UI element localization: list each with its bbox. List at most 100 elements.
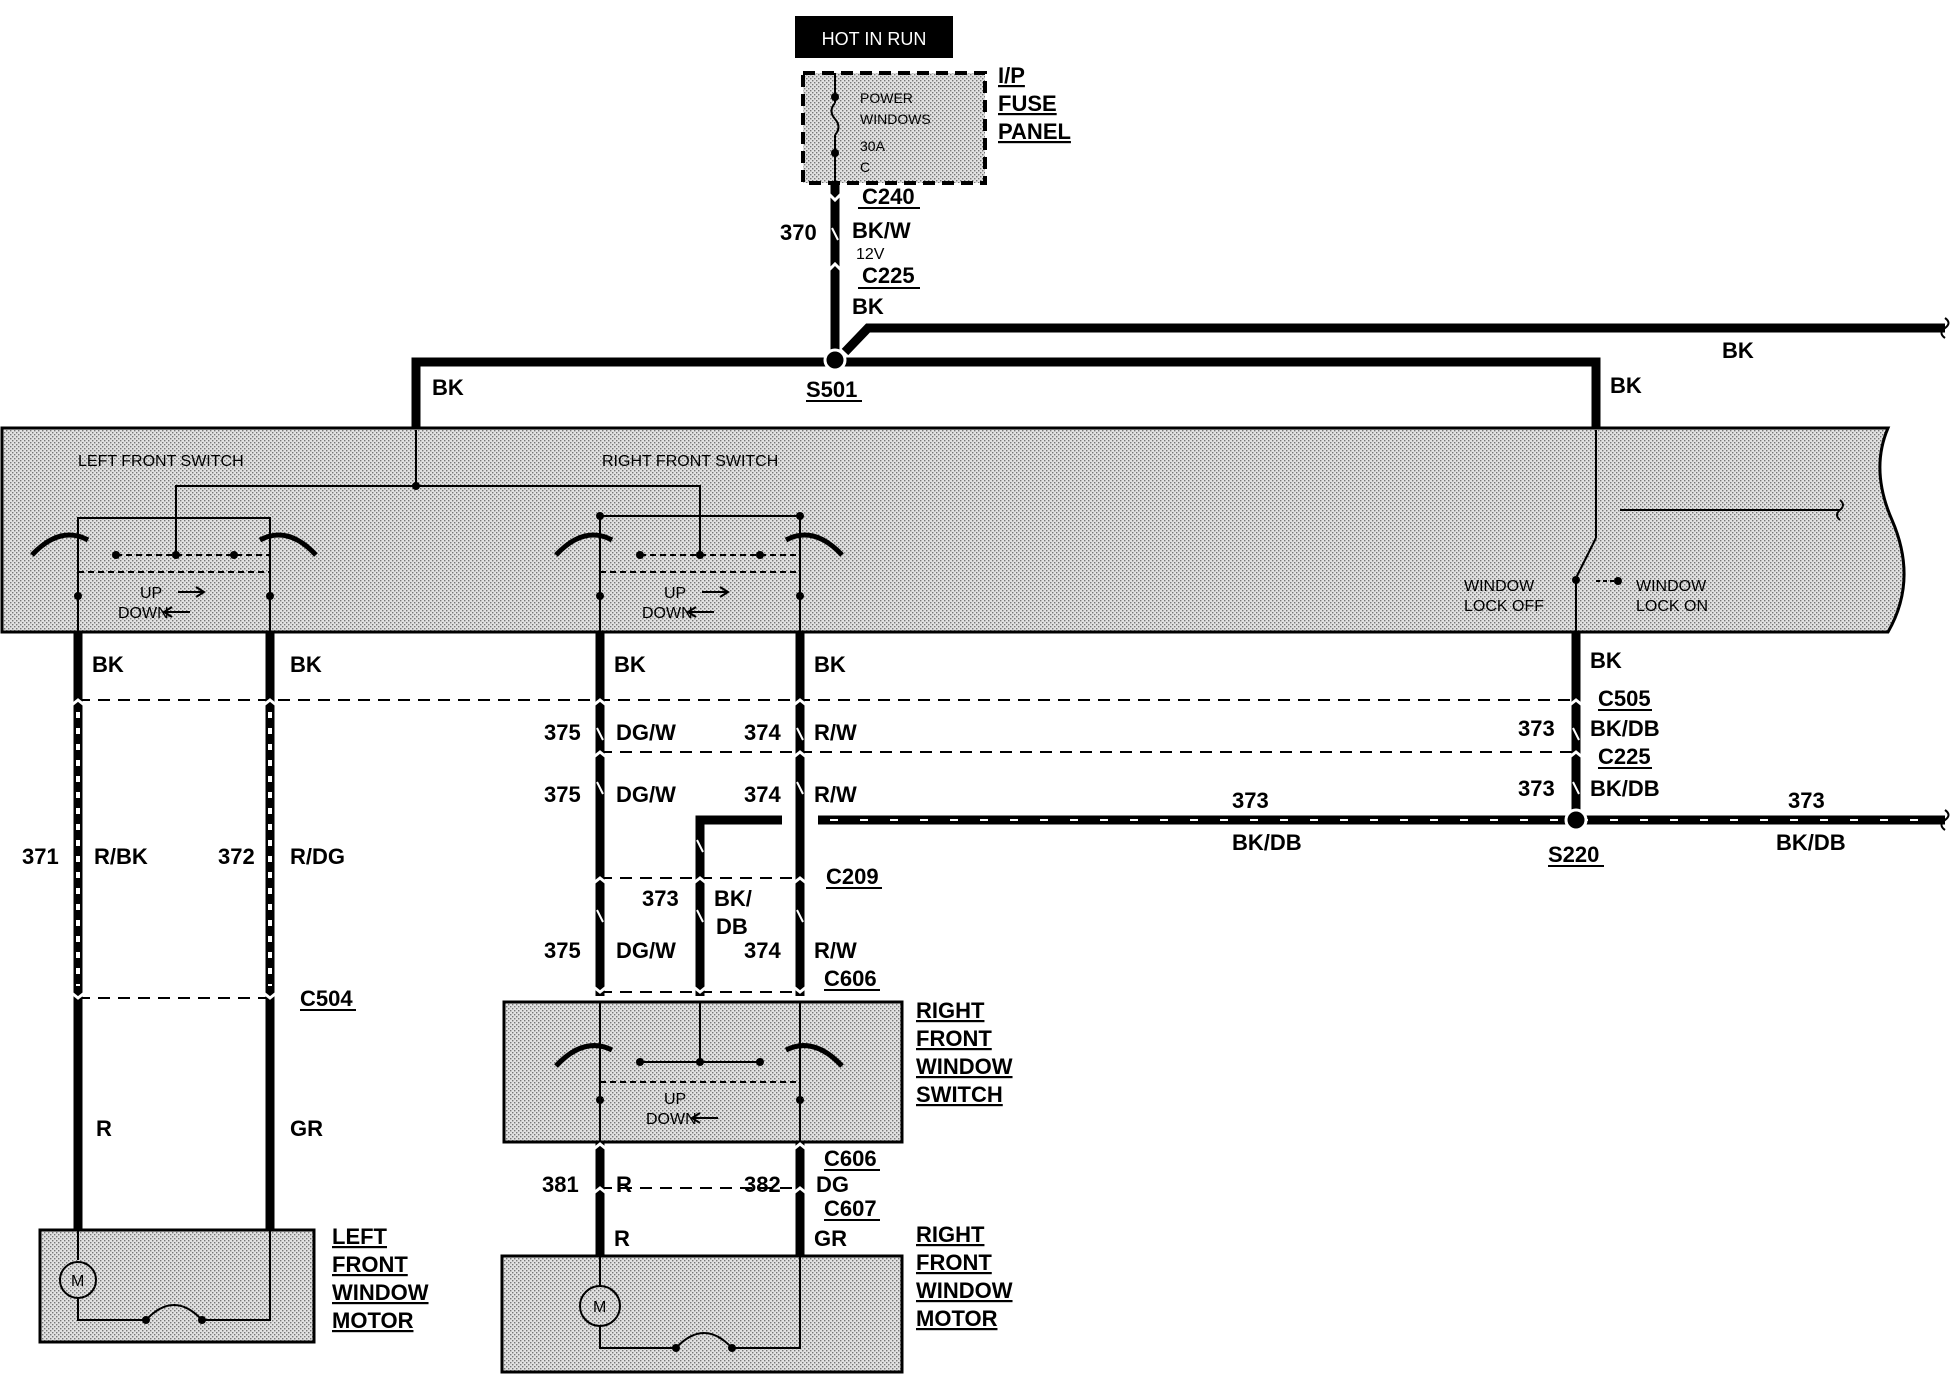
wire-372-color: R/DG: [290, 844, 345, 869]
wire-381-number: 381: [542, 1172, 579, 1197]
wire-373-number-r1: 373: [1518, 716, 1555, 741]
rfm-r-label: R: [614, 1226, 630, 1251]
wire-375-color-3: DG/W: [616, 938, 676, 963]
fuse-line-3: 30A: [860, 138, 886, 154]
lf-motor-name-3: WINDOW: [332, 1280, 429, 1305]
wire-375-number-2: 375: [544, 782, 581, 807]
rf-motor-name-3: WINDOW: [916, 1278, 1013, 1303]
wire-375-color-2: DG/W: [616, 782, 676, 807]
lf-motor-m: M: [71, 1273, 84, 1290]
lf-motor-name-4: MOTOR: [332, 1308, 414, 1333]
wire-374-color-2: R/W: [814, 782, 857, 807]
rfm-gr-label: GR: [814, 1226, 847, 1251]
lf-motor-name-2: FRONT: [332, 1252, 408, 1277]
lf-bk-label-1: BK: [92, 652, 124, 677]
wire-373-color-far: BK/DB: [1776, 830, 1846, 855]
master-switch-box: [0, 426, 1906, 634]
fuse-line-4: C: [860, 159, 870, 175]
hot-in-run-box: [795, 16, 953, 58]
rf-up-label: UP: [664, 585, 686, 602]
wire-373-color-r2: BK/DB: [1590, 776, 1660, 801]
bk-label-far: BK: [1722, 338, 1754, 363]
wire-374-color-3: R/W: [814, 938, 857, 963]
bk-bus-left: [411, 357, 1601, 430]
c505-label: C505: [1598, 686, 1651, 711]
fuse-panel-name-2: FUSE: [998, 91, 1057, 116]
rf-motor-box: [500, 1254, 904, 1374]
c209-label: C209: [826, 864, 879, 889]
c225-top-label: C225: [862, 263, 915, 288]
rf-switch-name-4: SWITCH: [916, 1082, 1003, 1107]
wire-370-color: BK/W: [852, 218, 911, 243]
wire-370-number: 370: [780, 220, 817, 245]
lf-bk-label-2: BK: [290, 652, 322, 677]
wire-373-stub: [695, 815, 782, 996]
fuse-symbol: [830, 102, 840, 136]
wire-373-number-far: 373: [1788, 788, 1825, 813]
c240-label: C240: [862, 184, 915, 209]
bk-label-left: BK: [432, 375, 464, 400]
lf-motor-name-1: LEFT: [332, 1224, 388, 1249]
wire-374-number-2: 374: [744, 782, 781, 807]
bk-label-right: BK: [1610, 373, 1642, 398]
c504-label: C504: [300, 986, 353, 1011]
rfs-down-label: DOWN: [646, 1111, 697, 1128]
lf-gr-label: GR: [290, 1116, 323, 1141]
fuse-line-1: POWER: [860, 90, 913, 106]
rf-motor-m: M: [593, 1299, 606, 1316]
left-front-switch-label: LEFT FRONT SWITCH: [78, 453, 244, 470]
c606-top-label: C606: [824, 966, 877, 991]
rf-switch-name-3: WINDOW: [916, 1054, 1013, 1079]
wire-370-voltage: 12V: [856, 246, 885, 263]
bk-label-top: BK: [852, 294, 884, 319]
rf-motor-name-4: MOTOR: [916, 1306, 998, 1331]
rf-bk-label-2: BK: [814, 652, 846, 677]
lf-motor-box: [38, 1228, 316, 1344]
wire-374-number-3: 374: [744, 938, 781, 963]
wire-373-color-bus: BK/DB: [1232, 830, 1302, 855]
lf-up-label: UP: [140, 585, 162, 602]
c606-bottom-label: C606: [824, 1146, 877, 1171]
lock-off-line-2: LOCK OFF: [1464, 598, 1544, 615]
s501-label: S501: [806, 377, 857, 402]
rf-switch-box: [502, 1000, 904, 1144]
fuse-panel-name-1: I/P: [998, 63, 1025, 88]
lock-off-line-1: WINDOW: [1464, 578, 1535, 595]
wire-375-number-3: 375: [544, 938, 581, 963]
c225-right-label: C225: [1598, 744, 1651, 769]
lf-r-label: R: [96, 1116, 112, 1141]
wire-374-color-1: R/W: [814, 720, 857, 745]
wire-375-color-1: DG/W: [616, 720, 676, 745]
rfs-up-label: UP: [664, 1091, 686, 1108]
rf-switch-name-2: FRONT: [916, 1026, 992, 1051]
wire-374-number-1: 374: [744, 720, 781, 745]
rf-switch-name-1: RIGHT: [916, 998, 985, 1023]
wire-373-color-mid-1: BK/: [714, 886, 752, 911]
rf-motor-name-2: FRONT: [916, 1250, 992, 1275]
c607-label: C607: [824, 1196, 877, 1221]
wire-373-number-mid: 373: [642, 886, 679, 911]
fuse-line-2: WINDOWS: [860, 111, 931, 127]
wire-373-color-mid-2: DB: [716, 914, 748, 939]
wire-381-color: R: [616, 1172, 632, 1197]
wire-375-number-1: 375: [544, 720, 581, 745]
wire-373-color-r1: BK/DB: [1590, 716, 1660, 741]
bk-bus-right: [841, 323, 1945, 356]
wire-371-number: 371: [22, 844, 59, 869]
splice-s501: [823, 348, 847, 372]
rf-motor-name-1: RIGHT: [916, 1222, 985, 1247]
wire-371-color: R/BK: [94, 844, 148, 869]
splice-s220: [1564, 808, 1588, 832]
bk-label-lock: BK: [1590, 648, 1622, 673]
rf-bk-label-1: BK: [614, 652, 646, 677]
fuse-panel-name-3: PANEL: [998, 119, 1071, 144]
lf-down-label: DOWN: [118, 605, 169, 622]
fuse-panel-box: [801, 71, 987, 185]
wire-373-number-bus: 373: [1232, 788, 1269, 813]
right-front-switch-label: RIGHT FRONT SWITCH: [602, 453, 778, 470]
s220-label: S220: [1548, 842, 1599, 867]
lock-on-line-1: WINDOW: [1636, 578, 1707, 595]
wire-382-number: 382: [744, 1172, 781, 1197]
wire-382-color: DG: [816, 1172, 849, 1197]
